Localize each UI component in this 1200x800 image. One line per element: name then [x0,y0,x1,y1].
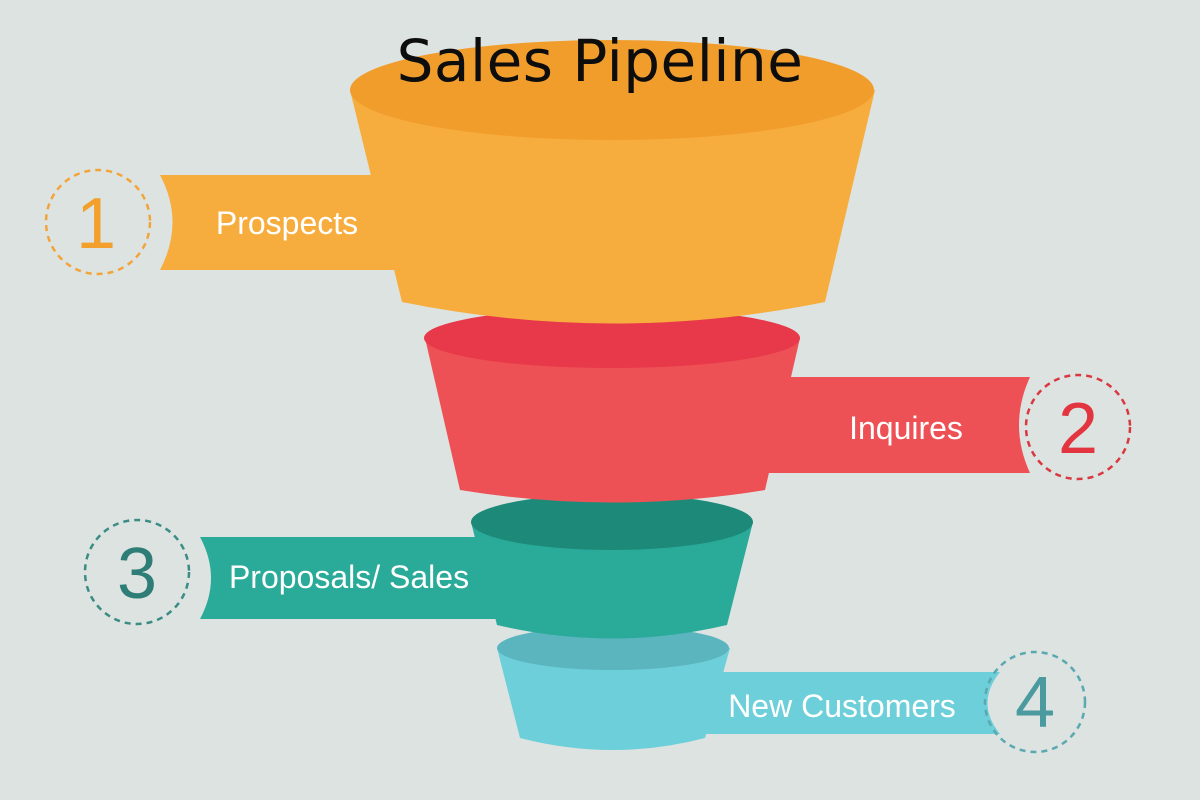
stage-1-funnel-top [350,40,874,140]
stage-4-group: 4 New Customers [497,626,1087,754]
stage-2-funnel-body [425,338,800,503]
stage-1-number: 1 [76,184,116,264]
stage-3-label: Proposals/ Sales [229,559,469,595]
stage-1-number-circle [44,168,152,276]
stage-4-number: 4 [1015,663,1055,743]
stage-4-funnel-body [497,648,730,750]
stage-4-funnel-top [497,626,729,670]
stage-3-number: 3 [117,534,157,614]
stage-1-group: 1 Prospects [44,40,875,324]
stage-2-label: Inquires [849,410,963,446]
stage-4-number-circle [983,650,1087,754]
stage-3-number-circle [83,518,191,626]
page-title: Sales Pipeline [396,27,804,95]
stage-2-group: 2 Inquires [424,308,1132,503]
stage-1-funnel-body [350,90,875,324]
stage-2-number-circle [1024,373,1132,481]
stage-3-funnel-top [471,494,753,550]
stage-3-funnel-body [471,522,753,639]
stage-3-group: 3 Proposals/ Sales [83,494,753,639]
stage-4-label: New Customers [728,688,956,724]
stage-1-label: Prospects [216,205,358,241]
stage-2-number: 2 [1058,389,1098,469]
stage-2-funnel-top [424,308,800,368]
